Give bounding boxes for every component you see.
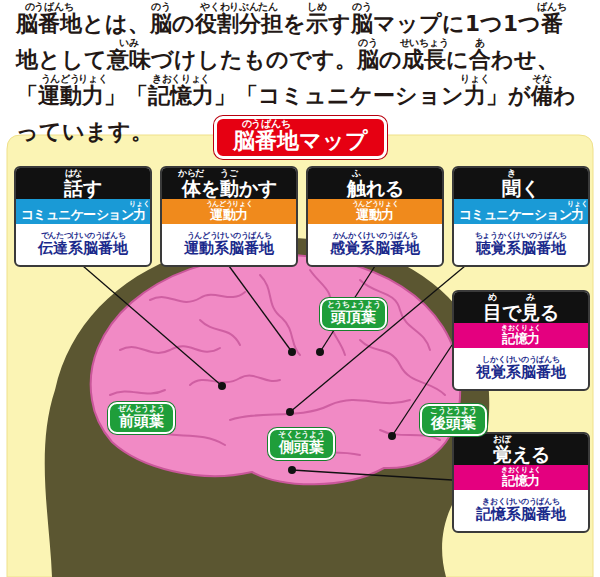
function-heading: 覚える: [454, 434, 588, 465]
furigana: め: [488, 293, 497, 302]
furigana: きおくりょく: [501, 325, 541, 332]
function-heading: 聞く: [454, 168, 588, 199]
furigana: うんどうりょく: [206, 201, 253, 208]
furigana: あ: [475, 38, 485, 48]
furigana: み: [526, 293, 535, 302]
furigana: きおくけいのうばんち: [482, 498, 559, 506]
furigana: そくとうよう: [278, 431, 324, 439]
furigana: とうちょうよう: [327, 301, 381, 309]
furigana: のう: [358, 38, 377, 48]
furigana: りょく: [78, 74, 107, 84]
function-box: 目で見る記憶力視覚系脳番地: [452, 290, 590, 391]
function-heading: 触れる: [308, 168, 442, 199]
furigana: うんどうけいのうばんち: [187, 232, 272, 240]
furigana: かんかくけいのうばんち: [333, 232, 418, 240]
furigana: うんどう: [41, 74, 80, 84]
function-box: 話すコミュニケーション力伝達系脳番地: [14, 166, 152, 267]
furigana: りょく: [460, 74, 489, 84]
function-heading: 目で見る: [454, 292, 588, 323]
furigana: ぜんとうよう: [118, 405, 164, 413]
furigana: りょく: [567, 201, 587, 208]
furigana: こうとうよう: [430, 407, 476, 415]
area-name: 聴覚系脳番地: [454, 224, 588, 265]
furigana: しめ: [307, 2, 326, 12]
furigana: ばんち: [537, 2, 566, 12]
furigana: やくわりぶんたん: [200, 2, 278, 12]
leader-dots: [218, 348, 396, 474]
furigana: ふ: [352, 169, 361, 178]
function-box: 覚える記憶力記憶系脳番地: [452, 432, 590, 533]
brain: [91, 255, 461, 484]
area-name: 伝達系脳番地: [16, 224, 150, 265]
furigana: のう: [352, 2, 371, 12]
area-name: 運動系脳番地: [162, 224, 296, 265]
furigana: いみ: [119, 38, 138, 48]
furigana: のうばんち: [242, 119, 291, 129]
furigana: うんどうりょく: [352, 201, 399, 208]
furigana: のう: [151, 2, 170, 12]
title-badge: 脳番地マップ: [214, 116, 387, 159]
furigana: からだ: [178, 169, 204, 178]
furigana: せいちょう: [400, 38, 449, 48]
furigana: ちょうかくけいのうばんち: [475, 232, 567, 240]
furigana: きおくりょく: [152, 74, 210, 84]
furigana: のうばんち: [25, 2, 74, 12]
function-heading: 話す: [16, 168, 150, 199]
map-panel: [7, 135, 593, 577]
furigana: うご: [220, 169, 237, 178]
furigana: でんたつけいのうばんち: [41, 232, 126, 240]
function-box: 聞くコミュニケーション力聴覚系脳番地: [452, 166, 590, 267]
area-name: 記憶系脳番地: [454, 490, 588, 531]
furigana: りょく: [129, 201, 149, 208]
furigana: はな: [65, 169, 82, 178]
area-name: 感覚系脳番地: [308, 224, 442, 265]
function-box: 触れる運動力感覚系脳番地: [306, 166, 444, 267]
furigana: しかくけいのうばんち: [482, 356, 559, 364]
function-box: 体を動かす運動力運動系脳番地: [160, 166, 298, 267]
head-silhouette: [45, 238, 490, 577]
area-name: 視覚系脳番地: [454, 348, 588, 389]
leader-lines: [83, 266, 465, 480]
furigana: き: [507, 169, 516, 178]
furigana: そな: [532, 74, 551, 84]
furigana: おぼ: [493, 435, 510, 444]
furigana: きおくりょく: [501, 467, 541, 474]
